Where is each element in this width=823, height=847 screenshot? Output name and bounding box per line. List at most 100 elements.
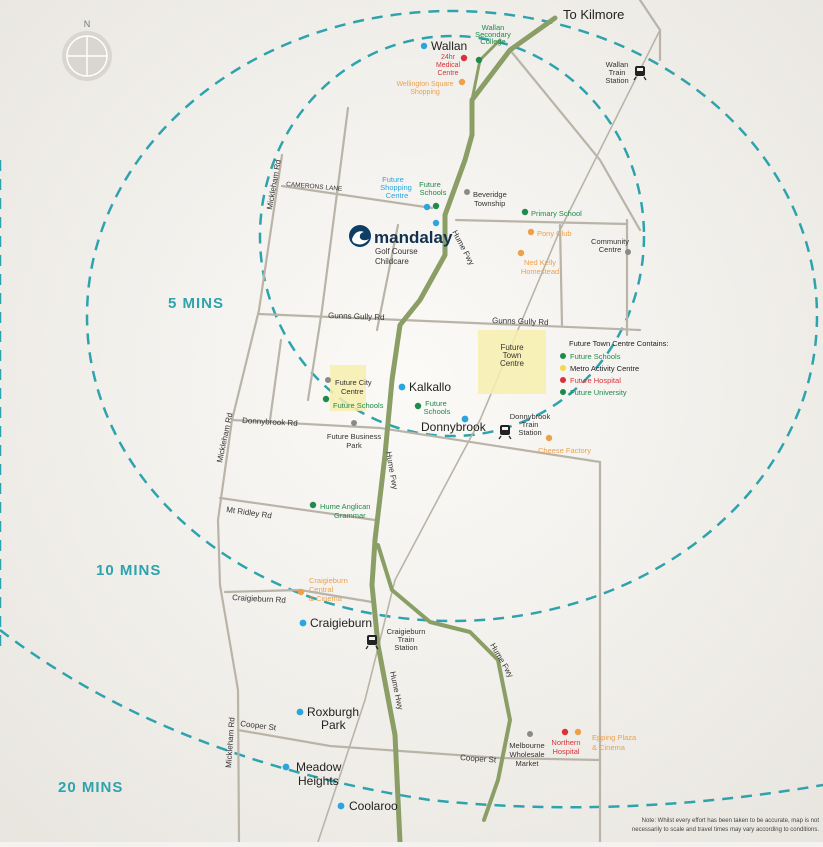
legend-item-label: Future Hospital: [570, 376, 621, 385]
station-labels: Wallan Train Station Donnybrook Train St…: [387, 60, 629, 652]
marker-market: [527, 731, 533, 737]
gunns-gully-rd: [257, 312, 642, 332]
road-label-mickleham: Mickleham Rd: [224, 717, 237, 768]
marker-kalkallo: [398, 383, 406, 391]
marker-wallan: [420, 42, 428, 50]
craigieburn-station-label: Craigieburn: [387, 627, 426, 636]
ring-5-mins: [258, 34, 646, 438]
brand-name: mandalay: [374, 228, 453, 247]
compass-rose-icon: N: [62, 19, 112, 81]
town-roxburgh: Roxburgh: [307, 705, 359, 719]
label-shopping-centre: Centre: [386, 191, 409, 200]
mandalay-brand: mandalay Golf Course Childcare: [349, 225, 453, 266]
label-ned-kelly: Homestead: [521, 267, 559, 276]
label-shopping-centre: Shopping: [380, 183, 412, 192]
road-label-gunns-gully: Gunns Gully Rd: [492, 316, 549, 327]
cooper-st: [236, 728, 602, 762]
marker-business-park: [351, 420, 357, 426]
brand-line2: Childcare: [375, 257, 409, 266]
label-town-centre: Town: [503, 351, 522, 360]
legend-swatch: [560, 365, 566, 371]
town-wallan: Wallan: [431, 39, 467, 53]
marker-meadow-heights: [282, 763, 290, 771]
mt-ridley-rd: [218, 496, 377, 522]
local-road-2: [375, 223, 400, 332]
legend-title: Future Town Centre Contains:: [569, 339, 669, 348]
ring-label-20-mins: 20 MINS: [58, 779, 123, 796]
label-shopping-centre: Future: [382, 175, 404, 184]
label-primary-school: Primary School: [531, 209, 582, 218]
label-community: Community: [591, 237, 629, 246]
marker-hume-anglican: [309, 501, 317, 509]
wallan-station-label: Train: [609, 68, 626, 77]
marker-craigieburn: [299, 619, 307, 627]
label-wellington: Wellington Square: [396, 81, 453, 88]
town-meadow-heights: Meadow: [296, 760, 342, 774]
town-labels: Wallan Kalkallo Donnybrook Craigieburn R…: [296, 39, 487, 813]
marker-donnybrook: [461, 415, 469, 423]
ring-label-10-mins: 10 MINS: [96, 562, 161, 579]
label-ned-kelly: Ned Kelly: [524, 258, 556, 267]
craigieburn-station-label: Train: [398, 635, 415, 644]
donnybrook-station-label: Train: [522, 420, 539, 429]
legend-swatch: [560, 389, 566, 395]
railway-line: [317, 29, 661, 843]
train-icon: [498, 425, 512, 440]
ring-20-mins: [0, 160, 823, 809]
town-centre-legend: Future Town Centre Contains: Future Scho…: [560, 339, 669, 397]
wallan-link: [470, 38, 512, 102]
poi-markers: [282, 42, 631, 810]
marker-primary-school: [521, 208, 529, 216]
compass-north-label: N: [84, 19, 91, 29]
destination-kilmore: To Kilmore: [563, 7, 624, 22]
road-network: [216, 0, 662, 844]
marker-cheese-factory: [545, 434, 553, 442]
marker-shopping-centre: [423, 203, 431, 211]
label-medical: Centre: [437, 70, 458, 77]
brand-line1: Golf Course: [375, 247, 418, 256]
camerons-lane: [280, 184, 434, 210]
road-label-donnybrook-rd: Donnybrook Rd: [242, 416, 298, 428]
label-beveridge: Township: [474, 199, 505, 208]
wallan-station-label: Wallan: [606, 60, 629, 69]
label-market: Melbourne: [509, 741, 544, 750]
label-craigieburn-central: & Cinema: [309, 594, 343, 603]
label-craigieburn-central: Craigieburn: [309, 576, 348, 585]
craigieburn-station-label: Station: [394, 643, 417, 652]
marker-roxburgh: [296, 708, 304, 716]
donnybrook-station-label: Station: [518, 428, 541, 437]
marker-epping: [574, 728, 582, 736]
hume-freeway-casing: [369, 15, 558, 845]
train-icon: [633, 66, 647, 81]
legend-item-label: Future University: [570, 388, 627, 397]
marker-community: [625, 249, 631, 255]
label-town-centre: Centre: [500, 359, 525, 368]
beveridge-rd: [454, 218, 629, 226]
label-epping: Epping Plaza: [592, 733, 637, 742]
road-label-craigieburn-rd: Craigieburn Rd: [232, 593, 286, 605]
local-road-3: [558, 223, 564, 327]
label-medical: 24hr: [441, 54, 456, 61]
legend-swatch: [560, 377, 566, 383]
marker-craigieburn-central: [297, 588, 305, 596]
label-community: Centre: [599, 245, 622, 254]
label-market: Wholesale: [509, 750, 544, 759]
marker-beveridge: [464, 189, 470, 195]
disclaimer-line1: Note: Whilst every effort has been taken…: [642, 818, 820, 824]
marker-mandalay: [432, 219, 440, 227]
label-craigieburn-central: Central: [309, 585, 334, 594]
legend-item-label: Future Schools: [570, 352, 621, 361]
donnybrook-rd: [230, 418, 602, 464]
town-craigieburn: Craigieburn: [310, 616, 372, 630]
label-hume-anglican: Grammar: [334, 511, 366, 520]
label-medical: Medical: [436, 62, 461, 69]
label-wellington: Shopping: [410, 89, 440, 96]
town-meadow-heights: Heights: [298, 774, 339, 788]
hume-freeway: [369, 15, 558, 845]
road-label-cooper: Cooper St: [460, 753, 497, 765]
label-hospital: Northern: [551, 738, 580, 747]
label-hume-anglican: Hume Anglican: [320, 502, 370, 511]
label-wallan-college: Wallan: [482, 23, 505, 32]
